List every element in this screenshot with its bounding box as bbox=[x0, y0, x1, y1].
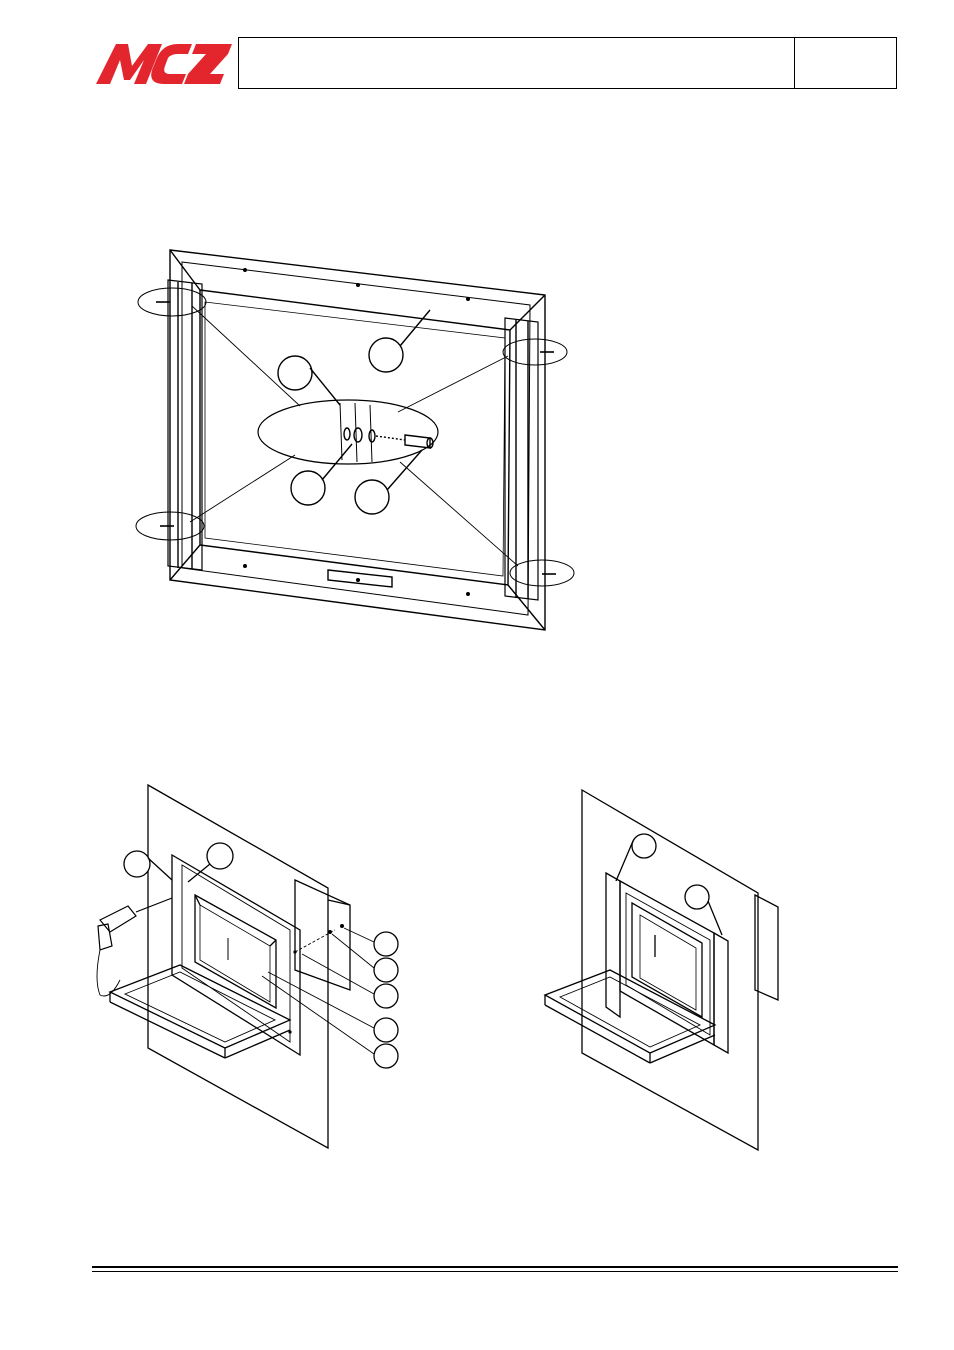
frame-mounting-diagram bbox=[135, 249, 575, 631]
header-box bbox=[238, 37, 897, 89]
header-page-number bbox=[795, 38, 896, 88]
insert-installed-diagram bbox=[543, 788, 779, 1152]
footer-rule bbox=[92, 1266, 898, 1268]
header-title bbox=[239, 38, 795, 88]
footer-rule-thin bbox=[92, 1271, 898, 1272]
insert-drilling-diagram bbox=[96, 783, 399, 1150]
mcz-logo bbox=[96, 44, 232, 84]
